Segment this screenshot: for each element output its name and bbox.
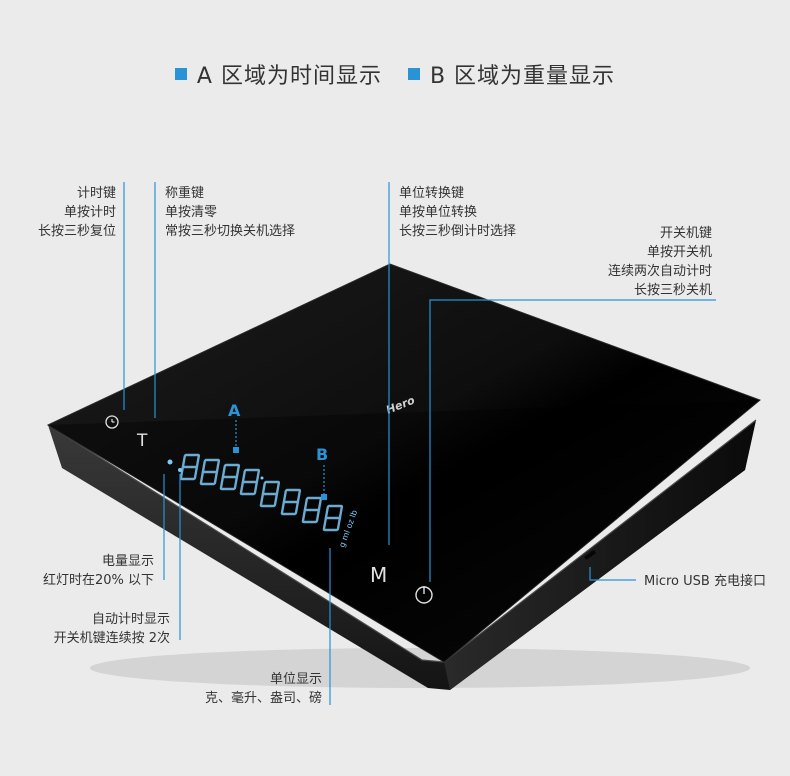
note-line: 克、毫升、盎司、磅	[204, 691, 322, 706]
header-item-a: A 区域为时间显示	[174, 58, 382, 90]
display-b-label: B	[316, 445, 328, 464]
display-a-label: A	[228, 401, 241, 420]
battery-indicator	[167, 459, 173, 465]
note-line: 单按计时	[63, 205, 116, 220]
auto-timer-indicator	[178, 468, 182, 472]
header-title: A 区域为时间显示 B 区域为重量显示	[0, 58, 790, 90]
note-line: 红灯时在20% 以下	[42, 573, 154, 588]
header-a-label: A 区域为时间显示	[196, 64, 382, 89]
device-edge	[47, 419, 757, 663]
note-line: 单按单位转换	[399, 205, 478, 220]
blue-square-icon	[407, 68, 420, 80]
device-top-glass	[46, 263, 761, 663]
callout-lines	[123, 182, 716, 705]
unit-display-note: 单位显示 克、毫升、盎司、磅	[205, 670, 322, 708]
device-side-right	[444, 420, 756, 690]
usb-note: Micro USB 充电接口	[644, 572, 766, 591]
note-line: Micro USB 充电接口	[644, 574, 766, 589]
unit-key-note: 单位转换键 单按单位转换 长按三秒倒计时选择	[399, 184, 516, 241]
timer-key-note: 计时键 单按计时 长按三秒复位	[38, 184, 116, 241]
blue-square-icon	[174, 68, 187, 80]
note-line: 单按清零	[165, 205, 218, 220]
note-line: 电量显示	[101, 554, 154, 569]
note-line: 开关机键连续按 2次	[53, 631, 170, 646]
auto-timer-note: 自动计时显示 开关机键连续按 2次	[54, 610, 170, 648]
display-digits	[179, 453, 344, 532]
power-icon[interactable]	[415, 586, 433, 604]
header-b-label: B 区域为重量显示	[429, 64, 616, 89]
note-line: 长按三秒倒计时选择	[399, 224, 517, 239]
timer-button-icon[interactable]	[105, 415, 119, 429]
note-line: 常按三秒切换关机选择	[165, 224, 296, 239]
note-line: 计时键	[76, 186, 116, 201]
note-line: 长按三秒关机	[633, 283, 712, 298]
note-line: 单位转换键	[399, 186, 465, 201]
usb-port	[584, 550, 596, 560]
power-key-note: 开关机键 单按开关机 连续两次自动计时 长按三秒关机	[608, 224, 712, 300]
unit-button[interactable]: M	[370, 563, 387, 587]
note-line: 自动计时显示	[91, 612, 170, 627]
battery-note: 电量显示 红灯时在20% 以下	[43, 552, 154, 590]
note-line: 单按开关机	[646, 245, 712, 260]
note-line: 开关机键	[659, 226, 712, 241]
note-line: 单位显示	[269, 672, 322, 687]
note-line: 称重键	[165, 186, 205, 201]
tare-button[interactable]: T	[136, 431, 148, 451]
note-line: 长按三秒复位	[37, 224, 116, 239]
header-item-b: B 区域为重量显示	[407, 58, 616, 90]
note-line: 连续两次自动计时	[607, 264, 712, 279]
tare-key-note: 称重键 单按清零 常按三秒切换关机选择	[165, 184, 295, 241]
colon-indicator	[260, 476, 264, 480]
